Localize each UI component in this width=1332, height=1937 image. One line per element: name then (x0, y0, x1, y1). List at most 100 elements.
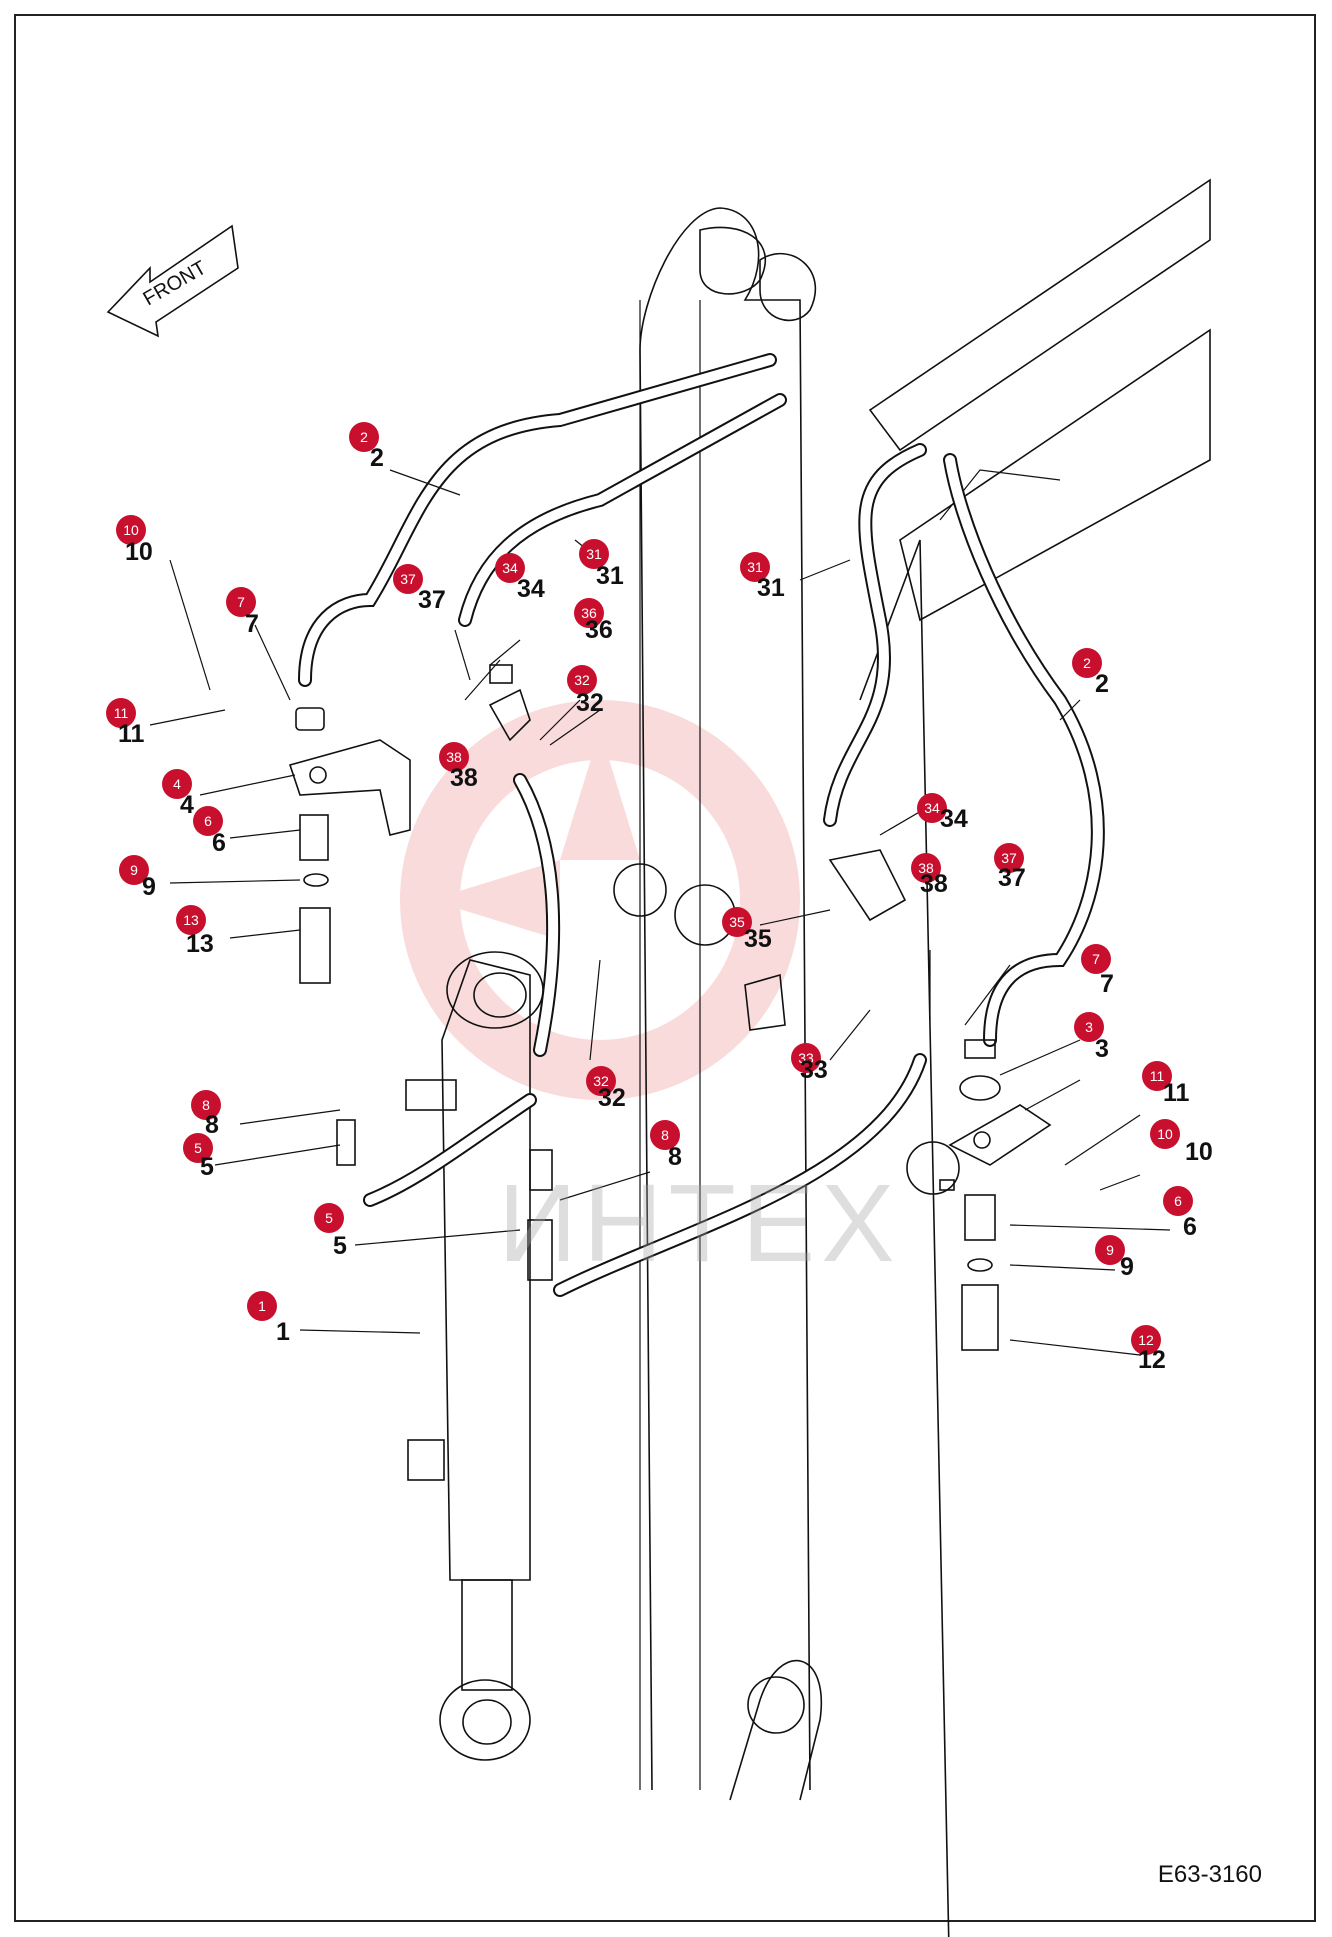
watermark-gear (400, 700, 800, 1100)
svg-text:11: 11 (1150, 1068, 1165, 1084)
callout-5-lower: 5 (314, 1203, 344, 1233)
callout-8-left: 8 (191, 1090, 221, 1120)
callout-6-left: 6 (193, 806, 223, 836)
svg-text:13: 13 (183, 912, 199, 928)
label-33-lower: 33 (800, 1056, 828, 1084)
label-34-left: 34 (517, 575, 545, 603)
label-2-right: 2 (1095, 670, 1109, 698)
arm-structure (613, 178, 1211, 1937)
label-6-left: 6 (212, 829, 226, 857)
svg-text:9: 9 (130, 862, 138, 878)
callout-6-right: 6 (1163, 1186, 1193, 1216)
callout-33-lower: 33 (791, 1043, 821, 1073)
svg-text:2: 2 (1083, 655, 1091, 671)
svg-text:12: 12 (1138, 1332, 1154, 1348)
label-7-right: 7 (1100, 970, 1114, 998)
svg-text:10: 10 (1157, 1126, 1173, 1142)
diagram-frame (14, 14, 1316, 1922)
callout-31-left: 31 (579, 539, 609, 569)
svg-text:33: 33 (798, 1050, 814, 1066)
front-arrow-icon: FRONT (106, 224, 239, 338)
label-6-right: 6 (1183, 1213, 1197, 1241)
label-38-left: 38 (450, 764, 478, 792)
label-11-left: 11 (118, 720, 145, 748)
label-34-right: 34 (940, 805, 968, 833)
svg-text:38: 38 (446, 749, 462, 765)
svg-text:7: 7 (237, 594, 245, 610)
left-fittings (288, 664, 553, 1281)
label-35: 35 (744, 925, 772, 953)
callout-2-left: 2 (349, 422, 379, 452)
svg-text:37: 37 (1001, 850, 1017, 866)
label-31-right: 31 (757, 574, 785, 602)
svg-text:8: 8 (202, 1097, 210, 1113)
callout-13: 13 (176, 905, 206, 935)
label-37-right: 37 (998, 864, 1026, 892)
svg-text:3: 3 (1085, 1019, 1093, 1035)
label-11-right: 11 (1163, 1079, 1190, 1107)
callout-10-right: 10 (1150, 1119, 1180, 1149)
callout-37-right: 37 (994, 843, 1024, 873)
callout-38-left: 38 (439, 742, 469, 772)
drawing-code: E63-3160 (1157, 1861, 1262, 1888)
svg-text:10: 10 (123, 522, 139, 538)
svg-text:34: 34 (502, 560, 518, 576)
callout-32: 32 (586, 1066, 616, 1096)
svg-text:8: 8 (661, 1127, 669, 1143)
label-33-upper: 32 (576, 689, 604, 717)
callout-5-upper: 5 (183, 1133, 213, 1163)
callout-9-right: 9 (1095, 1235, 1125, 1265)
callout-37-left: 37 (393, 564, 423, 594)
label-9-right: 9 (1120, 1253, 1134, 1281)
svg-text:7: 7 (1092, 951, 1100, 967)
label-38-right: 38 (920, 870, 948, 898)
hoses (298, 353, 1105, 1297)
callout-31-right: 31 (740, 552, 770, 582)
label-4: 4 (180, 791, 194, 819)
label-8-left: 8 (205, 1111, 219, 1139)
svg-text:9: 9 (1106, 1242, 1114, 1258)
callout-1: 1 (247, 1291, 277, 1321)
label-37-left: 37 (418, 586, 446, 614)
callout-35: 35 (722, 907, 752, 937)
label-8-center: 8 (668, 1143, 682, 1171)
svg-text:35: 35 (729, 914, 745, 930)
callout-2-right: 2 (1072, 648, 1102, 678)
svg-text:2: 2 (360, 429, 368, 445)
watermark-text: ИНТЕХ (498, 1162, 901, 1285)
svg-text:1: 1 (258, 1298, 266, 1314)
svg-text:38: 38 (918, 860, 934, 876)
callout-7-left: 7 (226, 587, 256, 617)
callout-34-right: 34 (917, 793, 947, 823)
label-7-left: 7 (245, 610, 259, 638)
label-13: 13 (186, 930, 214, 958)
svg-text:5: 5 (194, 1140, 202, 1156)
label-12: 12 (1138, 1346, 1166, 1374)
label-10-right: 10 (1185, 1138, 1213, 1166)
leader-lines (149, 469, 1171, 1356)
label-31-left: 31 (596, 562, 624, 590)
callout-33-upper: 32 (567, 665, 597, 695)
label-5-upper: 5 (200, 1153, 214, 1181)
svg-text:6: 6 (204, 813, 212, 829)
callout-8-center: 8 (650, 1120, 680, 1150)
callout-11-left: 11 (106, 698, 136, 728)
callout-11-right: 11 (1142, 1061, 1172, 1091)
svg-text:32: 32 (574, 672, 590, 688)
svg-text:32: 32 (593, 1073, 609, 1089)
callout-12: 12 (1131, 1325, 1161, 1355)
svg-text:5: 5 (325, 1210, 333, 1226)
label-36: 36 (585, 616, 613, 644)
label-10-left: 10 (125, 538, 153, 566)
svg-text:31: 31 (586, 546, 602, 562)
label-1: 1 (276, 1318, 290, 1346)
callout-36: 36 (574, 598, 604, 628)
svg-text:36: 36 (581, 605, 597, 621)
label-32: 32 (598, 1084, 626, 1112)
callout-3: 3 (1074, 1012, 1104, 1042)
svg-text:34: 34 (924, 800, 940, 816)
callout-9-left: 9 (119, 855, 149, 885)
label-5-lower: 5 (333, 1232, 347, 1260)
svg-text:31: 31 (747, 559, 763, 575)
